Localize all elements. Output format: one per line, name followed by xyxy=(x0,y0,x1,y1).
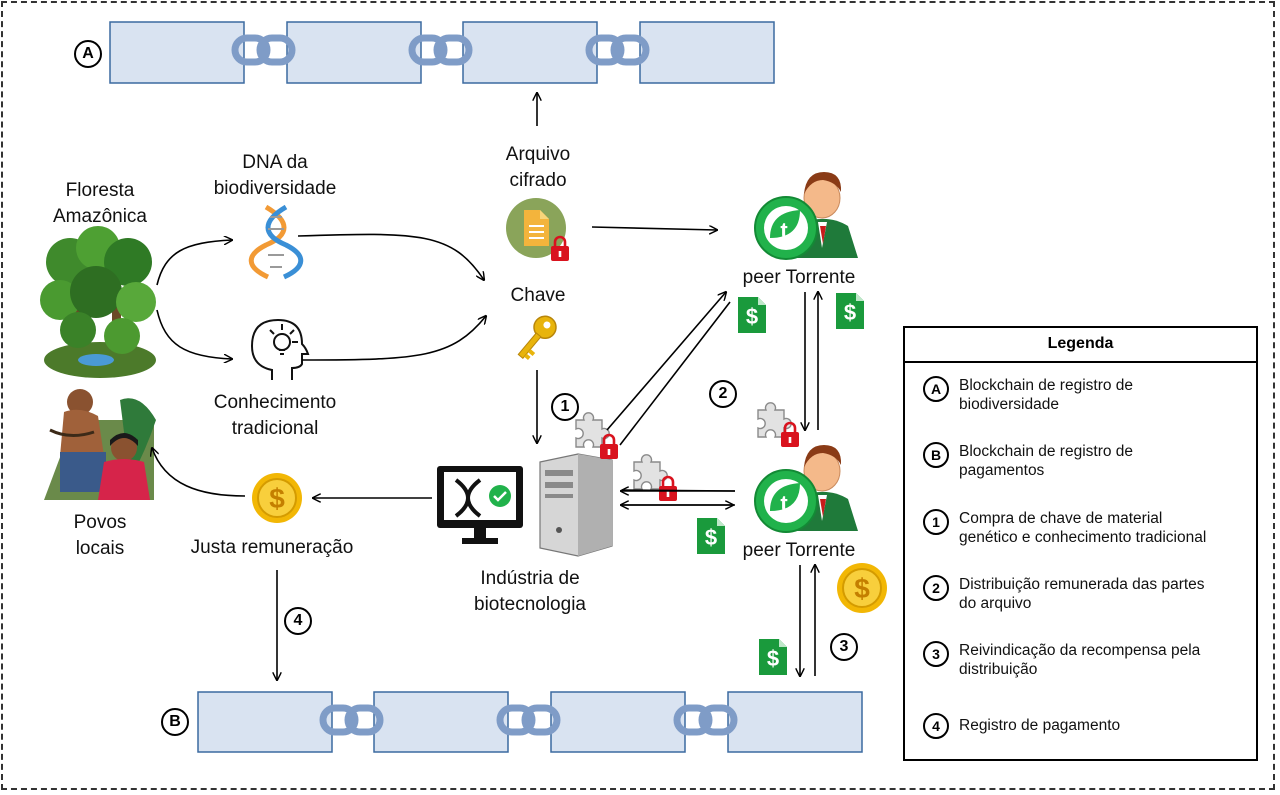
chain-link-icon xyxy=(496,704,561,736)
dna-icon xyxy=(248,204,304,280)
money-document-icon xyxy=(697,518,725,554)
forest-icon xyxy=(40,226,156,378)
coin-icon xyxy=(836,562,888,614)
legend-marker: 4 xyxy=(923,713,949,739)
coin-icon xyxy=(251,472,303,524)
peer-icon xyxy=(754,444,859,533)
label-peer-top: peer Torrente xyxy=(742,267,856,288)
marker-4: 4 xyxy=(284,607,312,635)
chain-link-icon xyxy=(319,704,384,736)
blockchain-b xyxy=(197,691,863,753)
legend-text: Registro de pagamento xyxy=(959,717,1121,734)
label-povos: Povos locais xyxy=(73,512,127,559)
money-document-icon xyxy=(738,297,766,333)
flow-arrows xyxy=(152,93,818,680)
legend-text: Blockchain de registro de biodiversidade xyxy=(959,377,1134,413)
label-peer-bottom: peer Torrente xyxy=(742,540,856,561)
legend-text: Reivindicação da recompensa pela distrib… xyxy=(959,642,1201,678)
label-conhecimento: Conhecimento tradicional xyxy=(213,392,337,439)
legend-marker: A xyxy=(923,376,949,402)
legend-marker: 1 xyxy=(923,509,949,535)
legend-box: Legenda A Blockchain de registro de biod… xyxy=(903,326,1258,761)
local-people-icon xyxy=(44,389,156,500)
label-industria: Indústria de biotecnologia xyxy=(474,568,586,615)
money-document-icon xyxy=(759,639,787,675)
marker-3: 3 xyxy=(830,633,858,661)
marker-a: A xyxy=(74,40,102,68)
legend-marker: B xyxy=(923,442,949,468)
label-dna: DNA da biodiversidade xyxy=(213,152,337,199)
money-document-icon xyxy=(836,293,864,329)
legend-text: Compra de chave de material genético e c… xyxy=(959,510,1207,546)
encrypted-file-icon xyxy=(506,198,571,263)
marker-1: 1 xyxy=(551,393,579,421)
key-icon xyxy=(517,315,557,360)
chain-link-icon xyxy=(673,704,738,736)
head-lightbulb-icon xyxy=(250,318,310,380)
legend-marker: 3 xyxy=(923,641,949,667)
legend-marker: 2 xyxy=(923,575,949,601)
marker-2: 2 xyxy=(709,380,737,408)
legend-text: Distribuição remunerada das partes do ar… xyxy=(959,576,1205,612)
label-chave: Chave xyxy=(510,285,566,306)
blockchain-a xyxy=(109,21,775,84)
monitor-dna-icon xyxy=(437,466,523,544)
server-icon xyxy=(539,453,613,557)
chain-link-icon xyxy=(231,34,296,66)
legend-title: Legenda xyxy=(905,328,1256,363)
label-arquivo: Arquivo cifrado xyxy=(505,144,571,191)
label-floresta: Floresta Amazônica xyxy=(53,180,147,227)
chain-link-icon xyxy=(585,34,650,66)
legend-text: Blockchain de registro de pagamentos xyxy=(959,443,1134,479)
chain-link-icon xyxy=(408,34,473,66)
marker-b: B xyxy=(161,708,189,736)
label-remuneracao: Justa remuneração xyxy=(190,537,354,558)
peer-icon xyxy=(754,171,859,260)
